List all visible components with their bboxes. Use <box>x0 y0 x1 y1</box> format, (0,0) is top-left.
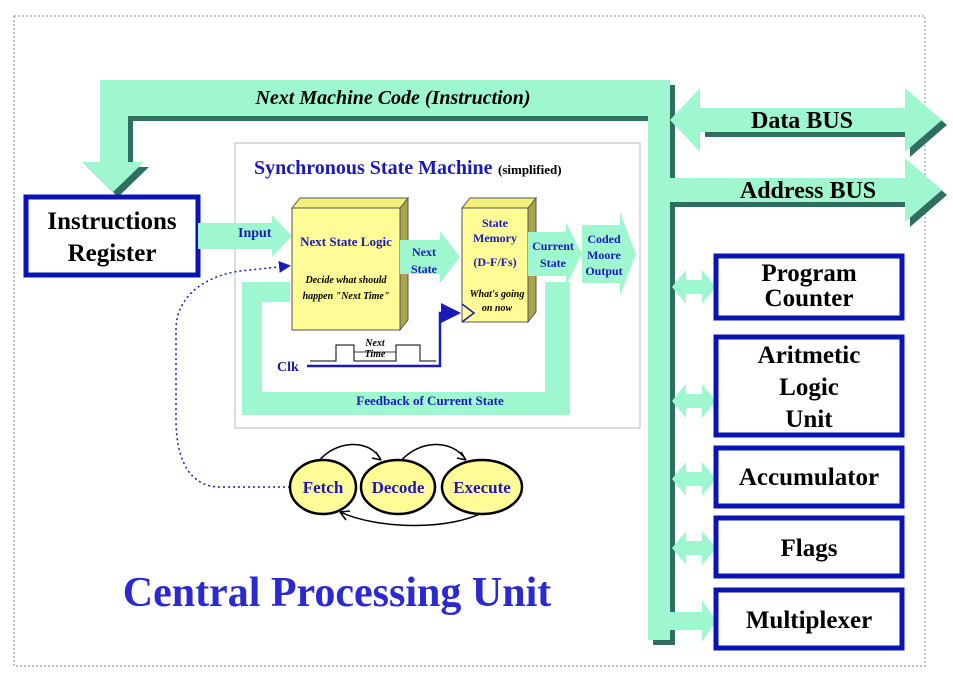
address-bus-arrow <box>670 158 942 222</box>
instruction-cycle: Fetch Decode Execute <box>288 443 524 527</box>
state-machine-title: Synchronous State Machine <box>254 157 493 179</box>
fetch-node <box>288 458 358 516</box>
alu-bus-link <box>672 384 716 418</box>
alu-line2: Logic <box>779 374 839 401</box>
current-state-arrow <box>528 222 582 286</box>
slide-frame <box>13 15 926 667</box>
program-counter: Program Counter <box>713 253 905 321</box>
instructions-register: Instructions Register <box>23 194 201 278</box>
decode-node <box>359 458 437 516</box>
next-state-arrow <box>400 231 460 283</box>
data-bus-arrow <box>670 88 942 152</box>
coded-output-line3: Output <box>585 264 622 278</box>
main-title: Central Processing Unit <box>123 570 552 616</box>
clk-line <box>307 303 461 368</box>
state-machine-inset: Synchronous State Machine (simplified) F… <box>175 142 641 488</box>
multiplexer-box <box>713 587 905 651</box>
current-state-line1: Current <box>532 239 574 253</box>
state-machine-title-suffix: (simplified) <box>498 162 562 177</box>
next-time-line1: Next <box>364 338 386 349</box>
current-state-line2: State <box>540 256 567 270</box>
data-bus-label: Data BUS <box>751 108 853 134</box>
bus-system: Next Machine Code (Instruction) Data BUS… <box>82 80 947 645</box>
next-machine-code-label: Next Machine Code (Instruction) <box>254 87 530 109</box>
coded-output-line2: Moore <box>587 248 621 262</box>
acc-bus-link <box>672 462 716 496</box>
clk-waveform <box>310 344 436 362</box>
feedback-path <box>242 282 570 415</box>
next-state-logic-title: Next State Logic <box>300 234 392 249</box>
alu-box <box>713 334 905 438</box>
next-time-line2: Time <box>365 349 386 360</box>
cpu-units: Program Counter Aritmetic Logic Unit Acc… <box>713 253 905 651</box>
state-memory-block: State Memory (D-F/Fs) What's going on no… <box>460 196 538 324</box>
clk-label: Clk <box>277 360 299 375</box>
execute-label: Execute <box>453 478 511 497</box>
input-arrow <box>198 215 292 257</box>
coded-output-arrow <box>582 212 636 296</box>
fetch-label: Fetch <box>303 478 344 497</box>
flags-label: Flags <box>781 535 838 562</box>
accumulator-box <box>713 445 905 509</box>
state-memory-desc2: on now <box>482 303 513 314</box>
state-memory-line1: State <box>482 216 509 230</box>
control-dotted-line <box>175 260 291 488</box>
alu: Aritmetic Logic Unit <box>713 334 905 438</box>
instructions-register-line1: Instructions <box>47 208 176 235</box>
instructions-register-box <box>23 194 201 278</box>
multiplexer: Multiplexer <box>713 587 905 651</box>
execute-node <box>440 458 524 516</box>
program-counter-line1: Program <box>761 260 857 287</box>
mux-bus-link <box>670 600 716 642</box>
program-counter-line2: Counter <box>765 285 854 312</box>
alu-line3: Unit <box>785 406 833 433</box>
flags-box <box>713 515 905 579</box>
alu-line1: Aritmetic <box>758 342 861 369</box>
coded-output-line1: Coded <box>587 232 621 246</box>
next-state-logic-desc1: Decide what should <box>304 275 387 286</box>
next-state-line1: Next <box>412 245 436 259</box>
state-memory-desc1: What's going <box>470 289 525 300</box>
next-state-logic-block: Next State Logic Decide what should happ… <box>290 196 410 332</box>
flags: Flags <box>713 515 905 579</box>
pc-bus-link <box>672 270 716 304</box>
flags-bus-link <box>672 531 716 565</box>
accumulator: Accumulator <box>713 445 905 509</box>
instructions-register-line2: Register <box>68 240 157 267</box>
address-bus-label: Address BUS <box>740 178 876 204</box>
feedback-label: Feedback of Current State <box>356 393 504 408</box>
next-state-logic-desc2: happen "Next Time" <box>303 291 390 302</box>
state-memory-line3: (D-F/Fs) <box>473 255 516 269</box>
state-memory-line2: Memory <box>473 231 517 245</box>
next-state-line2: State <box>411 262 438 276</box>
decode-label: Decode <box>372 478 425 497</box>
program-counter-box <box>713 253 905 321</box>
input-label: Input <box>238 226 272 241</box>
multiplexer-label: Multiplexer <box>746 607 872 634</box>
accumulator-label: Accumulator <box>739 464 879 491</box>
